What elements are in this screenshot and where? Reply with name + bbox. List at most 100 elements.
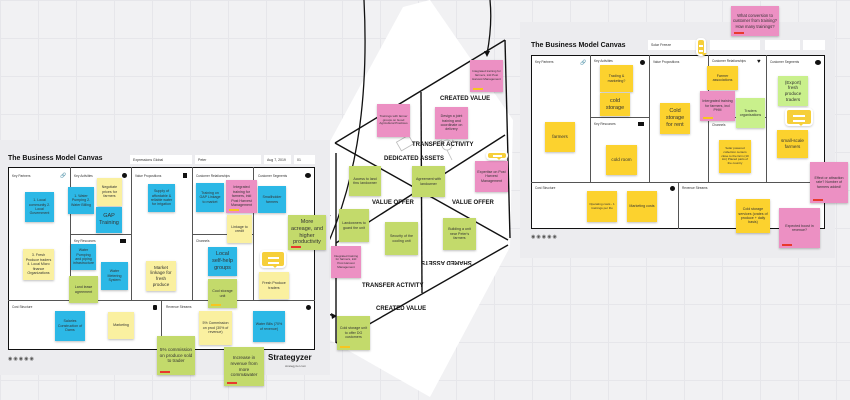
sticky-note[interactable]: Building a unit near Peter's farmers bbox=[443, 218, 476, 250]
sticky-note[interactable]: Water Metering System bbox=[101, 262, 128, 290]
divider bbox=[192, 167, 193, 300]
sticky-note[interactable]: Design a joint training and coordinate o… bbox=[435, 107, 468, 139]
sticky-note[interactable]: Water Pumping and piping infrastructure bbox=[71, 244, 96, 270]
tag-marker bbox=[211, 303, 221, 306]
designed-for-field[interactable]: Solar Freeze bbox=[648, 40, 705, 50]
sticky-note[interactable]: 1. Local community 2. Local Government bbox=[25, 192, 54, 222]
sticky-note[interactable]: More acreage, and higher productivity bbox=[288, 215, 326, 250]
sticky-note[interactable]: 3. Fresh Produce traders 4. Local Micro … bbox=[23, 249, 54, 280]
sticky-note[interactable]: Trainings with farmer groups on Good Agr… bbox=[377, 104, 410, 137]
version-field[interactable]: 01 bbox=[294, 155, 315, 164]
section-channels: Channels bbox=[712, 123, 726, 127]
sticky-note[interactable]: 5% commission on produce sold to trader bbox=[157, 336, 195, 375]
check-icon bbox=[640, 60, 645, 65]
sticky-note[interactable]: Farmer associations bbox=[707, 66, 738, 90]
section-key-resources: Key Resources bbox=[594, 122, 616, 126]
tag-marker bbox=[227, 381, 237, 384]
sticky-note[interactable]: cold room bbox=[606, 145, 637, 175]
date-field[interactable]: Aug 7, 2019 bbox=[264, 155, 291, 164]
sticky-note[interactable]: Trading & marketing? bbox=[600, 65, 633, 92]
section-revenue-streams: Revenue Streams bbox=[682, 186, 708, 190]
sticky-note[interactable]: farmers bbox=[545, 122, 575, 152]
sticky-note[interactable]: Agreement with landowner bbox=[412, 166, 445, 197]
designed-by-field[interactable] bbox=[710, 40, 760, 50]
sticky-note[interactable]: Salaries Construction of Dams bbox=[55, 311, 85, 341]
designed-by-field[interactable]: Peter bbox=[195, 155, 261, 164]
sticky-note[interactable]: 5% Commission on prod (30% of revenue) bbox=[199, 311, 232, 345]
factory-icon bbox=[638, 122, 644, 126]
sticky-note[interactable]: Integrated training for farmers, inkl Po… bbox=[331, 246, 361, 278]
sticky-note[interactable]: Operating costs - 1 trainings per Ru bbox=[587, 191, 617, 222]
tag-marker bbox=[229, 208, 239, 211]
sticky-note[interactable]: Solar powered collection centers close t… bbox=[719, 140, 751, 173]
sticky-note[interactable]: small-scale farmers bbox=[777, 130, 808, 158]
sticky-note[interactable]: Supply of affordable & reliable water fo… bbox=[148, 184, 175, 212]
sticky-note[interactable]: Intergrated training for farmers, incl P… bbox=[700, 91, 735, 121]
sticky-note[interactable]: Landowners to guard the unit bbox=[339, 209, 369, 242]
divider bbox=[649, 55, 650, 182]
sticky-note[interactable]: 1. Water Pumping 2. Water Billing bbox=[68, 187, 94, 214]
strategyzer-logo: Strategyzer bbox=[268, 353, 312, 362]
sticky-note[interactable]: Integrated training for farmers, inkl Po… bbox=[470, 60, 503, 92]
section-key-activities: Key Activities bbox=[74, 174, 93, 178]
sticky-note[interactable]: Linkage to credit bbox=[227, 215, 252, 243]
canvas-title: The Business Model Canvas bbox=[531, 42, 626, 49]
section-value-propositions: Value Propositions bbox=[653, 60, 680, 64]
sticky-note[interactable]: Smallholder farmers bbox=[258, 186, 286, 213]
tag-marker bbox=[813, 198, 823, 201]
section-revenue-streams: Revenue Streams bbox=[166, 305, 192, 309]
heart-icon: ♥ bbox=[757, 59, 761, 65]
sticky-note[interactable]: cold storage bbox=[600, 93, 630, 116]
sticky-note[interactable]: Negotiate prices for farmers bbox=[97, 178, 122, 206]
sticky-note[interactable]: Fresh Produce traders bbox=[259, 272, 289, 299]
section-customer-relationships: Customer Relationships bbox=[196, 174, 230, 178]
sticky-note[interactable]: Market linkage for fresh produce bbox=[146, 261, 176, 291]
diagram-paper bbox=[327, 0, 513, 397]
designed-for-field[interactable]: Expressions Global bbox=[130, 155, 192, 164]
sticky-note[interactable]: Marketing costs bbox=[627, 191, 657, 222]
sticky-note[interactable]: Cold storage unit to offer DG customers bbox=[337, 316, 370, 350]
sticky-note[interactable]: GAP Training bbox=[96, 207, 122, 233]
section-customer-relationships: Customer Relationships bbox=[712, 59, 746, 63]
divider bbox=[161, 300, 162, 350]
money-bag-icon bbox=[306, 305, 311, 310]
sticky-note[interactable]: Training on GAP Linkage to market bbox=[196, 183, 224, 212]
sticky-note[interactable]: Security of the cooling unit bbox=[385, 222, 418, 255]
arrowhead-icon bbox=[484, 51, 490, 57]
sticky-note[interactable]: (Export) fresh produce traders bbox=[778, 76, 808, 106]
sticky-note[interactable]: Water Bills (70% of revenue) bbox=[253, 311, 285, 342]
sticky-note[interactable]: Marketing bbox=[108, 312, 134, 339]
sticky-note[interactable]: Cold storage for rent bbox=[660, 103, 690, 134]
section-key-activities: Key Activities bbox=[594, 59, 613, 63]
chat-bubble-icon[interactable] bbox=[486, 151, 508, 160]
sticky-note[interactable]: What conversion to customer from trainin… bbox=[731, 6, 779, 36]
sticky-note[interactable]: Integrated training for farmers, inkl Po… bbox=[226, 180, 257, 213]
divider bbox=[131, 167, 132, 300]
sticky-note[interactable]: Local self-help groups bbox=[208, 247, 237, 276]
divider bbox=[678, 182, 679, 229]
section-cost-structure: Cost Structure bbox=[535, 186, 556, 190]
chat-bubble-icon[interactable] bbox=[696, 38, 707, 56]
tag-marker bbox=[734, 31, 744, 34]
sticky-note[interactable]: Effect or attraction rate? Number of far… bbox=[810, 162, 848, 203]
sticky-note[interactable]: Cool storage unit bbox=[208, 279, 237, 308]
divider bbox=[766, 55, 767, 182]
sticky-note[interactable]: Land lease agreement bbox=[69, 276, 98, 303]
version-field[interactable] bbox=[803, 40, 825, 50]
section-cost-structure: Cost Structure bbox=[12, 305, 33, 309]
divider bbox=[70, 234, 131, 235]
sticky-note[interactable]: Increase in revenue from more comm&water bbox=[224, 347, 264, 386]
factory-icon bbox=[120, 239, 126, 243]
sticky-note[interactable]: Access to land thru landowner bbox=[349, 166, 381, 196]
chat-bubble-icon[interactable] bbox=[260, 250, 286, 268]
sticky-note[interactable]: Expected boost in revenue? bbox=[779, 208, 820, 248]
chat-bubble-icon[interactable] bbox=[785, 108, 813, 126]
sticky-note[interactable]: Cold storage services (crates of produce… bbox=[736, 199, 770, 233]
diagram-label: SHARED ASSETS bbox=[421, 259, 472, 265]
divider bbox=[253, 167, 254, 300]
sticky-note[interactable]: Traders organisations bbox=[736, 98, 765, 128]
section-key-resources: Key Resources bbox=[74, 239, 96, 243]
sticky-note[interactable]: Expertise on Post Harvest Management bbox=[475, 161, 508, 192]
diagram-label: TRANSFER ACTIVITY bbox=[412, 142, 474, 148]
date-field[interactable] bbox=[765, 40, 800, 50]
